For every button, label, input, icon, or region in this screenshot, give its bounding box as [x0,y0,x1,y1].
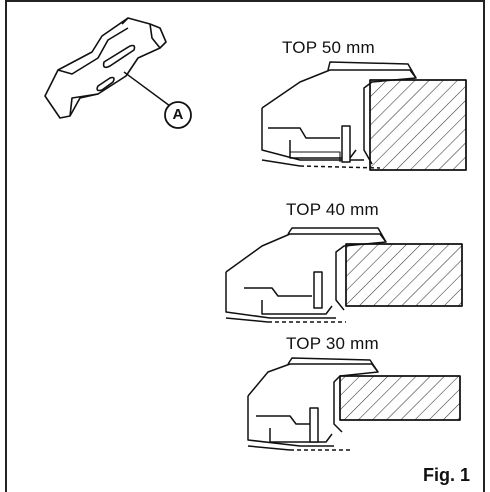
section-label-40mm: TOP 40 mm [286,200,379,219]
clip-part-illustration [44,17,167,119]
figure-caption: Fig. 1 [422,465,470,485]
section-40mm-drawing [225,227,463,323]
figure-frame [5,0,485,492]
callout-circle [164,101,192,129]
section-30mm-drawing [247,357,461,451]
callout-label: A [172,106,184,123]
callout-leader-line [123,71,171,107]
section-label-30mm: TOP 30 mm [286,334,379,353]
section-50mm-drawing [261,61,467,171]
section-label-50mm: TOP 50 mm [282,38,375,57]
